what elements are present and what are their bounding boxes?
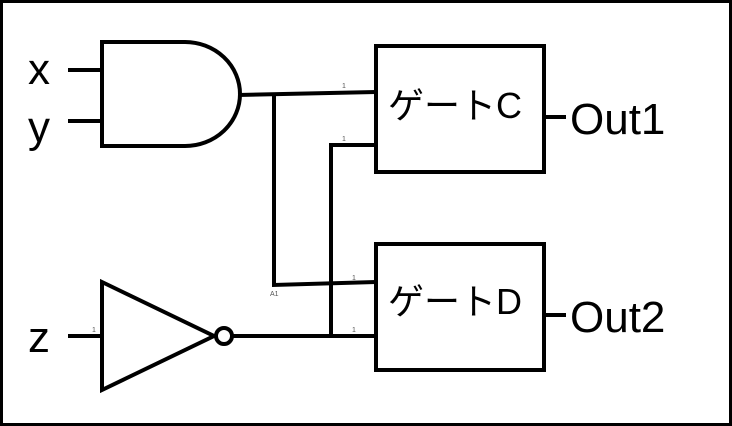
- input-label-x: x: [28, 45, 50, 94]
- not-gate-bubble: [214, 326, 234, 346]
- gate-d-box: [374, 242, 546, 372]
- wire-not-to-gate-c: [329, 143, 376, 336]
- wire-and-to-gate-c: [237, 90, 377, 97]
- wire-and-to-gate-d: [272, 95, 377, 288]
- gate-d-label: ゲートD: [388, 281, 522, 322]
- pin-mark-junction: A1: [270, 291, 279, 298]
- and-gate: [100, 40, 242, 148]
- input-label-z: z: [28, 313, 50, 362]
- input-label-y: y: [28, 103, 50, 152]
- output-label-out1: Out1: [570, 95, 665, 144]
- output-label-out2: Out2: [570, 293, 665, 342]
- pin-mark-d-in2: 1: [352, 327, 356, 334]
- not-gate: [100, 278, 219, 394]
- pin-mark-c-in1: 1: [342, 83, 346, 90]
- pin-mark-not-in: 1: [92, 327, 96, 334]
- pin-mark-d-in1: 1: [352, 275, 356, 282]
- gate-c-label: ゲートC: [388, 85, 522, 126]
- gate-c-box: [374, 44, 546, 174]
- pin-mark-c-in2: 1: [342, 136, 346, 143]
